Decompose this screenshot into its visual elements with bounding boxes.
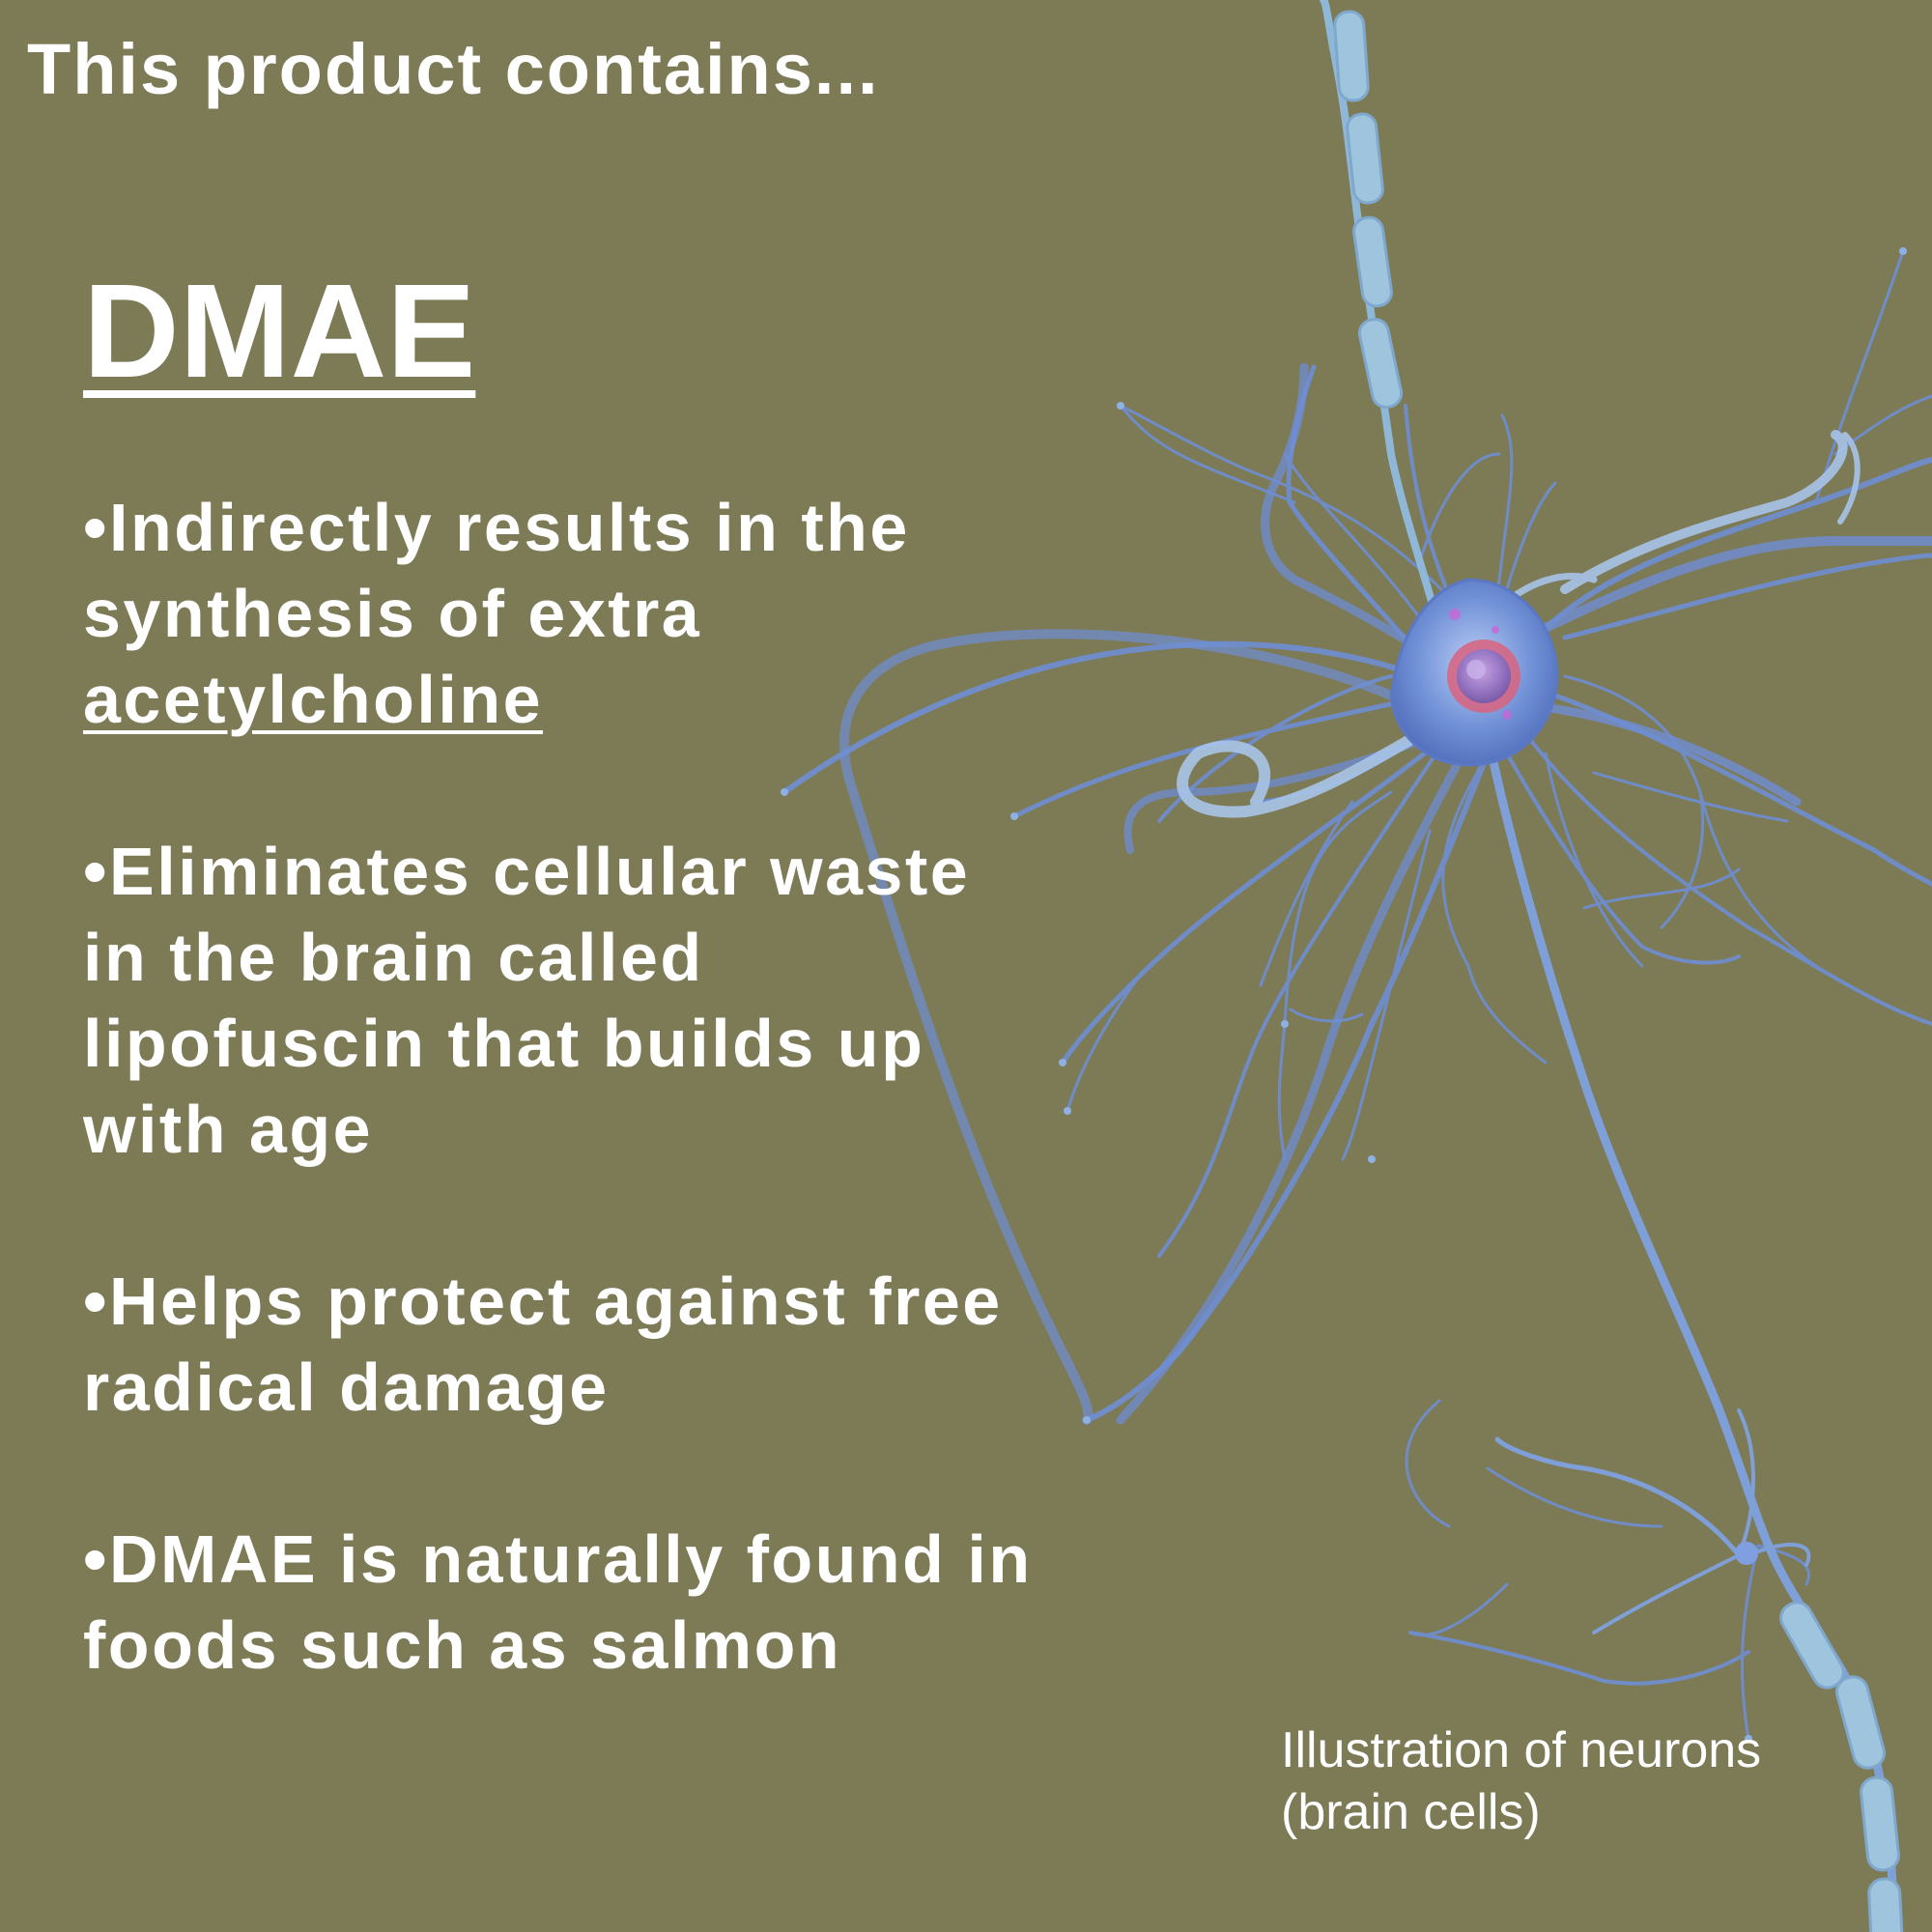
bullet-line: synthesis of extra [83,576,702,651]
bullet-lipofuscin: •Eliminates cellular waste in the brain … [83,829,1204,1173]
bullet-line: foods such as salmon [83,1607,842,1683]
caption-line: Illustration of neurons [1281,1722,1762,1778]
bullet-free-radical: •Helps protect against free radical dama… [83,1259,1204,1431]
bullet-acetylcholine: •Indirectly results in the synthesis of … [83,485,1204,743]
caption-line: (brain cells) [1281,1784,1541,1840]
bullet-line: with age [83,1092,374,1167]
bullet-line: radical damage [83,1350,610,1425]
bullet-line: in the brain called [83,920,704,995]
image-caption: Illustration of neurons (brain cells) [1281,1719,1761,1843]
bullet-line: •Indirectly results in the [83,490,910,565]
bullet-line: lipofuscin that builds up [83,1006,925,1081]
ingredient-name: DMAE [83,257,476,406]
acetylcholine-term: acetylcholine [83,662,544,737]
headline: This product contains... [27,29,880,109]
bullet-line: •Eliminates cellular waste [83,834,971,909]
bullet-salmon: •DMAE is naturally found in foods such a… [83,1517,1204,1689]
bullet-line: •Helps protect against free [83,1264,1003,1339]
bullet-line: •DMAE is naturally found in [83,1521,1033,1597]
